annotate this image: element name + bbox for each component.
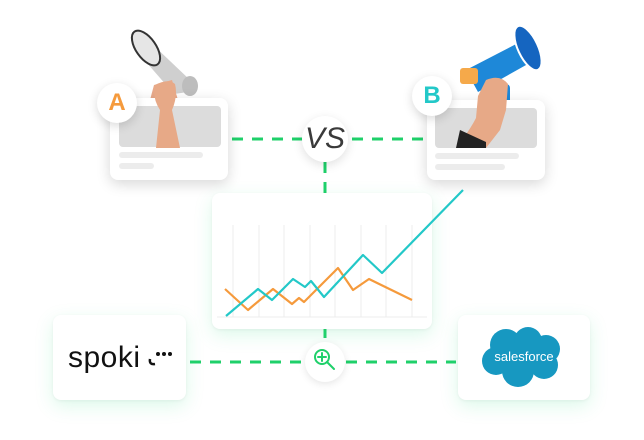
salesforce-label: salesforce xyxy=(494,349,554,364)
analyze-button xyxy=(305,342,345,382)
salesforce-card: salesforce xyxy=(458,315,590,400)
series-b-line xyxy=(225,189,464,317)
spoki-logo: spoki xyxy=(68,341,141,374)
preview-line xyxy=(119,152,203,158)
spoki-card: spoki xyxy=(53,315,186,400)
variant-a-badge: A xyxy=(97,83,137,123)
chart-card xyxy=(212,193,432,329)
salesforce-cloud-icon xyxy=(482,327,560,387)
preview-line xyxy=(435,153,519,159)
variant-b-badge: B xyxy=(412,76,452,116)
series-a-line xyxy=(224,266,413,312)
versus-badge: VS xyxy=(302,116,348,162)
spoki-dots-icon xyxy=(148,352,172,366)
preview-line xyxy=(435,164,505,170)
preview-line xyxy=(119,163,154,169)
